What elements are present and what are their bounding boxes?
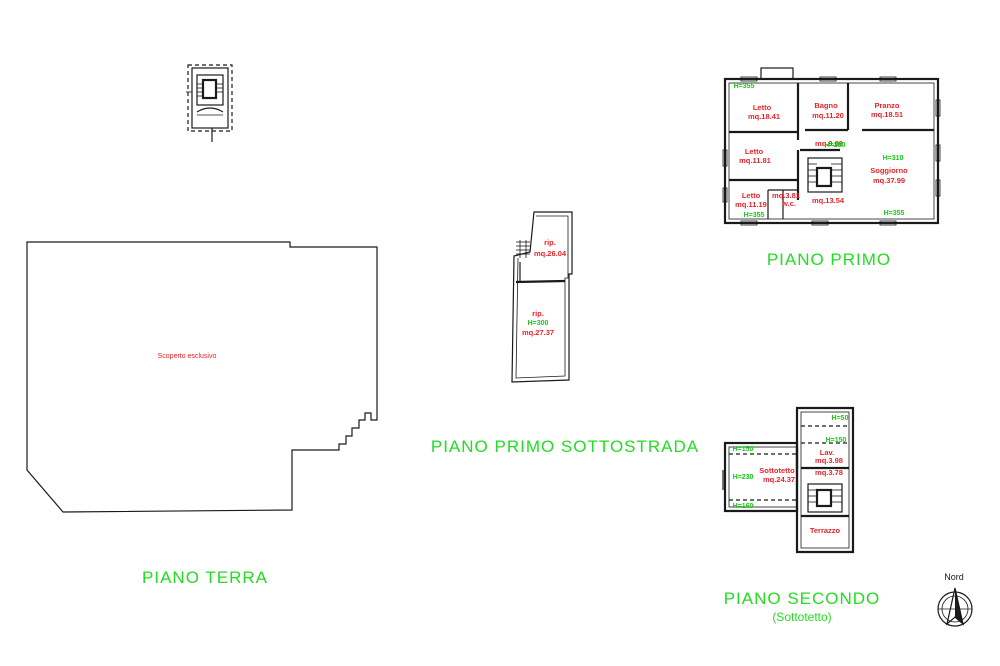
primo-pranzo-area: mq.18.51: [871, 110, 903, 119]
primo-letto1-area: mq.18.41: [748, 112, 780, 121]
secondo-h160: H=160: [733, 503, 754, 510]
sottostrada-stair: [516, 240, 530, 258]
rip2-height: H=300: [528, 320, 549, 327]
primo-disimp-area: mq.9.09: [815, 139, 843, 148]
primo-h310: H=310: [883, 155, 904, 162]
subtitle-sottotetto: (Sottotetto): [772, 610, 831, 624]
primo-h355-b: H=355: [744, 212, 765, 219]
piano-secondo-plan: [722, 406, 855, 554]
primo-bagno-area: mq.11.20: [812, 111, 844, 120]
compass-label: Nord: [944, 572, 964, 582]
primo-soggiorno-name: Soggiorno: [870, 166, 908, 175]
secondo-h230: H=230: [733, 474, 754, 481]
secondo-h150-a: H=150: [826, 437, 847, 444]
title-piano-terra: PIANO TERRA: [142, 568, 268, 587]
primo-soggiorno-area: mq.37.99: [873, 176, 905, 185]
rip1-area: mq.26.04: [534, 249, 567, 258]
primo-h355-c: H=355: [884, 210, 905, 217]
sottostrada-outline: [511, 211, 573, 383]
secondo-h150-b: H=150: [733, 446, 754, 453]
secondo-lav-area: mq.3.98: [815, 456, 843, 465]
primo-letto1-name: Letto: [753, 103, 772, 112]
primo-wc-area: mq.3.81: [772, 191, 800, 200]
primo-letto3-area: mq.11.19: [735, 200, 767, 209]
primo-wc-name: w.c.: [781, 199, 796, 208]
secondo-h50: H=50: [832, 415, 849, 422]
secondo-sottotetto-area: mq.24.37: [763, 475, 795, 484]
primo-letto2-name: Letto: [745, 147, 764, 156]
primo-bagno-name: Bagno: [814, 101, 838, 110]
title-piano-secondo: PIANO SECONDO: [724, 589, 881, 608]
stair-detail-top: [186, 64, 233, 142]
secondo-lav-name: Lav.: [820, 448, 834, 457]
primo-scala-area: mq.13.54: [812, 196, 845, 205]
primo-letto2-area: mq.11.81: [739, 156, 771, 165]
piano-terra-outline: [26, 241, 378, 513]
secondo-sottotetto-name: Sottotetto: [759, 466, 795, 475]
rip1-name: rip.: [544, 238, 556, 247]
secondo-pian-area: mq.3.78: [815, 468, 843, 477]
secondo-terrazzo-name: Terrazzo: [810, 526, 841, 535]
scoperto-label: Scoperto esclusivo: [158, 353, 217, 360]
rip2-name: rip.: [532, 309, 544, 318]
title-piano-primo: PIANO PRIMO: [767, 250, 891, 269]
primo-pranzo-name: Pranzo: [874, 101, 899, 110]
primo-h355-a: H=355: [734, 83, 755, 90]
piano-primo-plan: [722, 67, 941, 226]
north-compass-icon: [937, 587, 973, 627]
primo-h280: H=280: [825, 142, 846, 149]
title-piano-sottostrada: PIANO PRIMO SOTTOSTRADA: [431, 437, 699, 456]
primo-letto3-name: Letto: [742, 191, 761, 200]
rip2-area: mq.27.37: [522, 328, 554, 337]
